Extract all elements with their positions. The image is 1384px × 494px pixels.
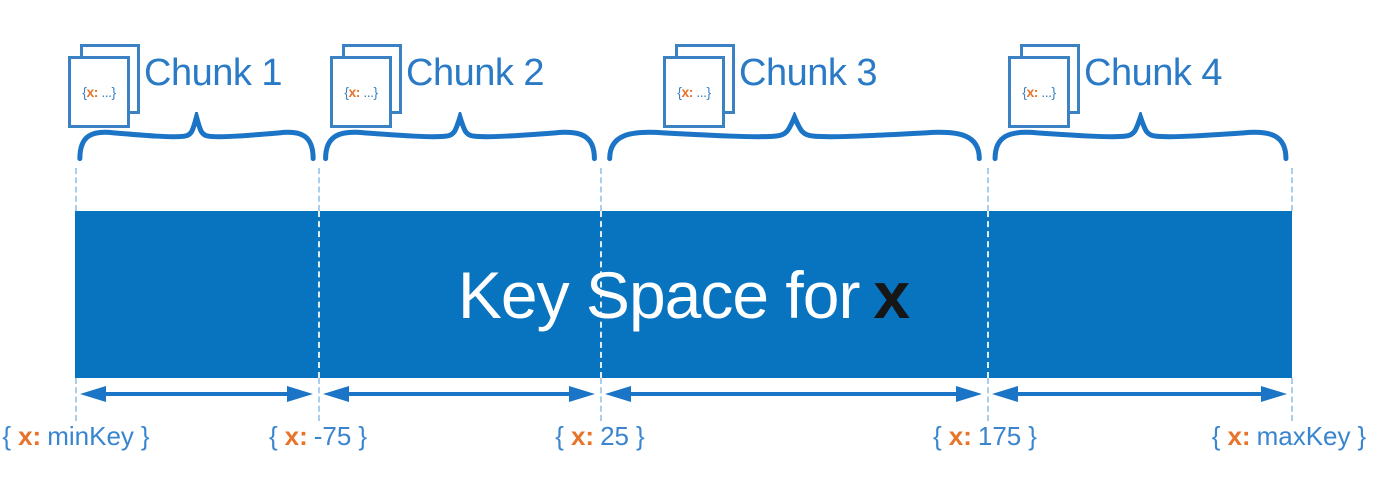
document-page-front: {x: ...} [663,56,725,128]
documents-icon: {x: ...} [330,44,404,128]
boundary-dashed-line [600,378,602,421]
chunk-2-header: {x: ...} Chunk 2 [330,44,545,130]
shard-key-name: x [873,257,910,332]
boundary-label-maxkey: {x:maxKey} [1211,421,1367,451]
chunk-1-header: {x: ...} Chunk 1 [68,44,283,130]
chunk-2-brace-icon [320,112,600,162]
chunk-divider-dashed-line [318,211,320,378]
key-space-title-text: Key Space for [457,257,861,332]
boundary-dashed-line [987,168,989,211]
boundary-dashed-line [318,378,320,421]
document-key-snippet: {x: ...} [677,84,711,100]
document-page-front: {x: ...} [1008,56,1070,128]
chunk-4-brace-icon [989,112,1292,162]
chunk-2-range-arrow-icon [323,386,595,402]
chunk-1-label: Chunk 1 [144,52,283,94]
chunk-1-range-arrow-icon [80,386,313,402]
chunk-4-range-arrow-icon [992,386,1287,402]
document-key-snippet: {x: ...} [82,84,116,100]
boundary-label-25: {x:25} [555,421,645,451]
boundary-dashed-line [1291,168,1293,211]
boundary-label-175: {x:175} [933,421,1037,451]
documents-icon: {x: ...} [68,44,142,128]
chunk-divider-dashed-line [987,211,989,378]
boundary-label-minkey: {x:minKey} [2,421,150,451]
chunk-2-label: Chunk 2 [406,52,545,94]
chunk-1-brace-icon [75,112,318,162]
boundary-dashed-line [75,168,77,211]
boundary-label-neg75: {x:-75} [268,421,368,451]
document-key-snippet: {x: ...} [344,84,378,100]
documents-icon: {x: ...} [1008,44,1082,128]
chunk-4-label: Chunk 4 [1084,52,1223,94]
chunk-divider-dashed-line [600,211,602,378]
document-key-snippet: {x: ...} [1022,84,1056,100]
boundary-dashed-line [987,378,989,421]
document-page-front: {x: ...} [330,56,392,128]
boundary-dashed-line [600,168,602,211]
chunk-3-label: Chunk 3 [739,52,878,94]
document-page-front: {x: ...} [68,56,130,128]
chunk-3-brace-icon [602,112,987,162]
chunk-3-header: {x: ...} Chunk 3 [663,44,878,130]
chunk-4-header: {x: ...} Chunk 4 [1008,44,1223,130]
boundary-dashed-line [318,168,320,211]
boundary-dashed-line [75,378,77,421]
chunk-3-range-arrow-icon [605,386,982,402]
documents-icon: {x: ...} [663,44,737,128]
boundary-dashed-line [1291,378,1293,421]
